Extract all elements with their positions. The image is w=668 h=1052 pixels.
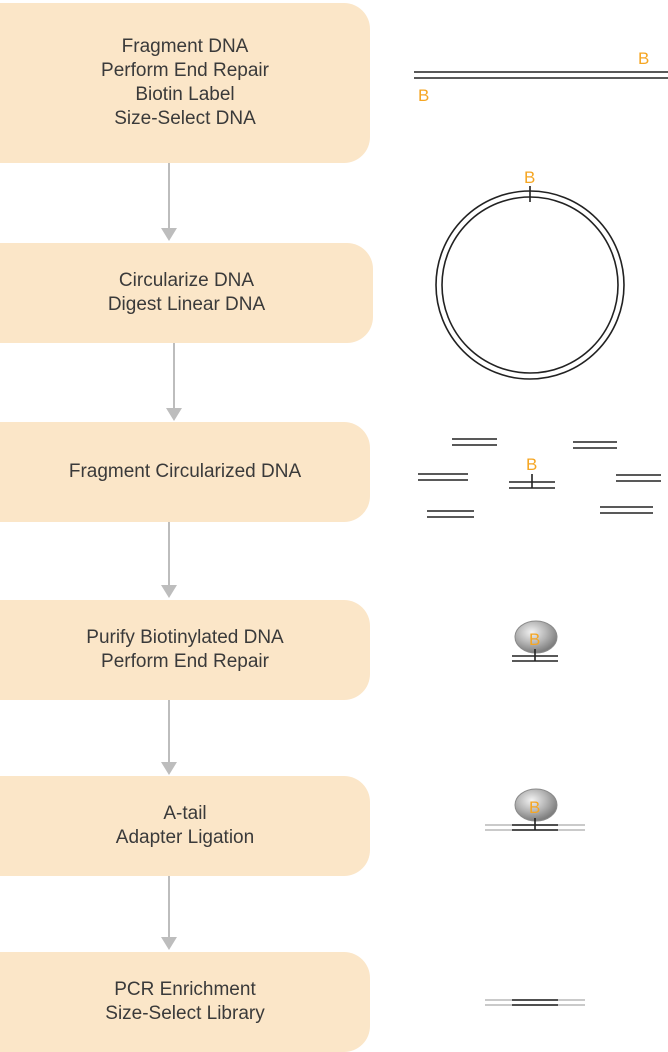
step-text-line: Digest Linear DNA [107, 294, 266, 315]
biotin-label: B [529, 798, 540, 817]
streptavidin-bead-icon [514, 620, 558, 654]
step-box-purify-biotinylated-dna: Purify Biotinylated DNA Perform End Repa… [0, 600, 370, 700]
flow-arrows [161, 163, 182, 950]
arrow-down-icon [166, 343, 182, 421]
final-library-illustration [485, 999, 585, 1006]
dna-fragments-illustration [418, 438, 661, 518]
step-box-pcr-enrichment: PCR Enrichment Size-Select Library [0, 952, 370, 1052]
step-text-line: Adapter Ligation [115, 827, 255, 848]
biotin-label: B [418, 86, 429, 105]
biotin-label: B [524, 168, 535, 187]
step-box-a-tail-adapter-ligation: A-tail Adapter Ligation [0, 776, 370, 876]
step-text-line: Perform End Repair [101, 651, 269, 672]
step-text-line: Biotin Label [135, 84, 235, 105]
step-box-fragment-dna: Fragment DNA Perform End Repair Biotin L… [0, 3, 370, 163]
biotin-label: B [529, 630, 540, 649]
step-text-line: Size-Select Library [105, 1003, 265, 1024]
step-box-fragment-circularized-dna: Fragment Circularized DNA [0, 422, 370, 522]
adapter-ligated-dna-illustration [485, 818, 585, 831]
step-text-line: Circularize DNA [118, 270, 255, 291]
step-text-line: A-tail [163, 803, 207, 824]
circular-dna-illustration [435, 186, 625, 380]
arrow-down-icon [161, 163, 177, 241]
step-text-line: PCR Enrichment [114, 979, 256, 1000]
biotin-label: B [638, 49, 649, 68]
arrow-down-icon [161, 522, 177, 598]
linear-dna-illustration [414, 71, 668, 79]
streptavidin-bead-icon [514, 788, 558, 822]
step-text-line: Purify Biotinylated DNA [86, 627, 284, 648]
step-text-line: Fragment Circularized DNA [68, 461, 302, 482]
step-text-line: Fragment DNA [121, 36, 249, 57]
bound-dna-illustration [512, 649, 558, 662]
step-box-circularize-dna: Circularize DNA Digest Linear DNA [0, 243, 373, 343]
arrow-down-icon [161, 876, 177, 950]
step-text-line: Size-Select DNA [114, 108, 256, 129]
biotin-label: B [526, 455, 537, 474]
arrow-down-icon [161, 700, 177, 775]
step-text-line: Perform End Repair [101, 60, 269, 81]
